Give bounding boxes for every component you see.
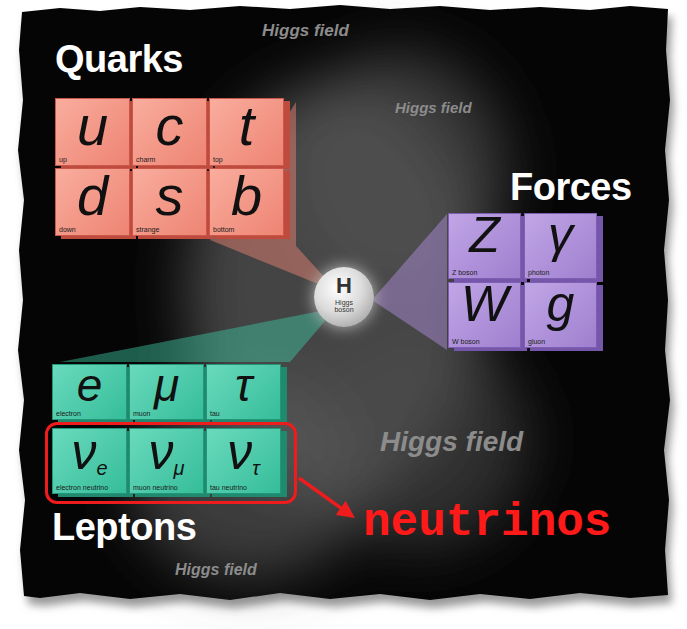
neutrino-box: neutrinosνeelectron neutrinoνμmuon neutr… bbox=[45, 422, 297, 504]
particle-symbol: u bbox=[56, 98, 129, 154]
particle-symbol: W bbox=[449, 279, 520, 329]
particle-name: W boson bbox=[452, 338, 480, 345]
particle-name: strange bbox=[136, 226, 159, 233]
particle-symbol: νe bbox=[53, 427, 126, 478]
particle-name: electron neutrino bbox=[56, 484, 108, 491]
lepton-tile: μ muon bbox=[129, 364, 204, 420]
symbol-main: ν bbox=[71, 424, 96, 480]
particle-symbol: γ bbox=[525, 210, 596, 260]
higgs-sphere: H Higgs boson bbox=[314, 267, 374, 327]
force-beam bbox=[372, 214, 447, 350]
group-heading: Leptons bbox=[52, 508, 196, 546]
particle-group: ForcesZ Z boson γ photonW W boson g gluon bbox=[445, 168, 635, 353]
watermark-text: Higgs field bbox=[175, 562, 257, 578]
higgs-symbol: H bbox=[314, 275, 374, 297]
particle-name: photon bbox=[528, 269, 549, 276]
particle-name: down bbox=[59, 226, 76, 233]
quark-tile: d down bbox=[55, 168, 130, 236]
group-heading: Forces bbox=[510, 168, 632, 206]
force-tile: W W boson bbox=[448, 282, 521, 348]
particle-name: tau bbox=[210, 410, 220, 417]
particle-name: tau neutrino bbox=[210, 484, 247, 491]
particle-name: up bbox=[59, 156, 67, 163]
particle-symbol: b bbox=[210, 168, 283, 224]
force-tile: γ photon bbox=[524, 213, 597, 279]
particle-symbol: ντ bbox=[207, 427, 280, 478]
particle-name: muon neutrino bbox=[133, 484, 178, 491]
particle-name: Z boson bbox=[452, 269, 477, 276]
particle-name: muon bbox=[133, 410, 151, 417]
particle-symbol: Z bbox=[449, 210, 520, 260]
lepton-beam bbox=[60, 308, 336, 362]
symbol-subscript: e bbox=[96, 457, 107, 479]
particle-name: top bbox=[213, 156, 223, 163]
particle-group: Quarks u up c charm t top d down s strange b bottom bbox=[50, 40, 300, 250]
lepton-tile: τ tau bbox=[206, 364, 281, 420]
neutrino-tile: νe electron neutrino bbox=[52, 428, 127, 494]
particle-symbol: e bbox=[53, 362, 126, 408]
neutrino-tile: ντ tau neutrino bbox=[206, 428, 281, 494]
force-tile: g gluon bbox=[524, 282, 597, 348]
callout-arrow bbox=[299, 478, 352, 516]
particle-symbol: d bbox=[56, 168, 129, 224]
higgs-name: Higgs boson bbox=[327, 299, 361, 314]
quark-tile: c charm bbox=[132, 98, 207, 166]
neutrino-tile: νμ muon neutrino bbox=[129, 428, 204, 494]
particle-name: charm bbox=[136, 156, 155, 163]
force-tile: Z Z boson bbox=[448, 213, 521, 279]
torn-panel bbox=[18, 5, 670, 600]
watermark-text: Higgs field bbox=[395, 100, 472, 115]
particle-symbol: g bbox=[525, 279, 596, 329]
quark-tile: u up bbox=[55, 98, 130, 166]
quark-tile: t top bbox=[209, 98, 284, 166]
symbol-main: ν bbox=[227, 424, 252, 480]
particle-group: Leptonseelectronμmuonτtauneutrinosνeelec… bbox=[45, 360, 305, 560]
neutrino-callout: neutrinos bbox=[363, 500, 611, 546]
symbol-subscript: μ bbox=[174, 457, 185, 479]
particle-symbol: μ bbox=[130, 362, 203, 408]
watermark-text: Higgs field bbox=[380, 428, 523, 456]
particle-symbol: t bbox=[210, 98, 283, 154]
particle-symbol: νμ bbox=[130, 427, 203, 478]
watermark-text: Higgs field bbox=[262, 22, 349, 39]
particle-name: gluon bbox=[528, 338, 545, 345]
particle-symbol: s bbox=[133, 168, 206, 224]
particle-symbol: c bbox=[133, 98, 206, 154]
quark-tile: b bottom bbox=[209, 168, 284, 236]
quark-tile: s strange bbox=[132, 168, 207, 236]
symbol-subscript: τ bbox=[252, 457, 259, 479]
particle-symbol: τ bbox=[207, 362, 280, 408]
particle-name: electron bbox=[56, 410, 81, 417]
lepton-tile: e electron bbox=[52, 364, 127, 420]
symbol-main: ν bbox=[149, 424, 174, 480]
particle-name: bottom bbox=[213, 226, 234, 233]
group-heading: Quarks bbox=[55, 40, 183, 78]
